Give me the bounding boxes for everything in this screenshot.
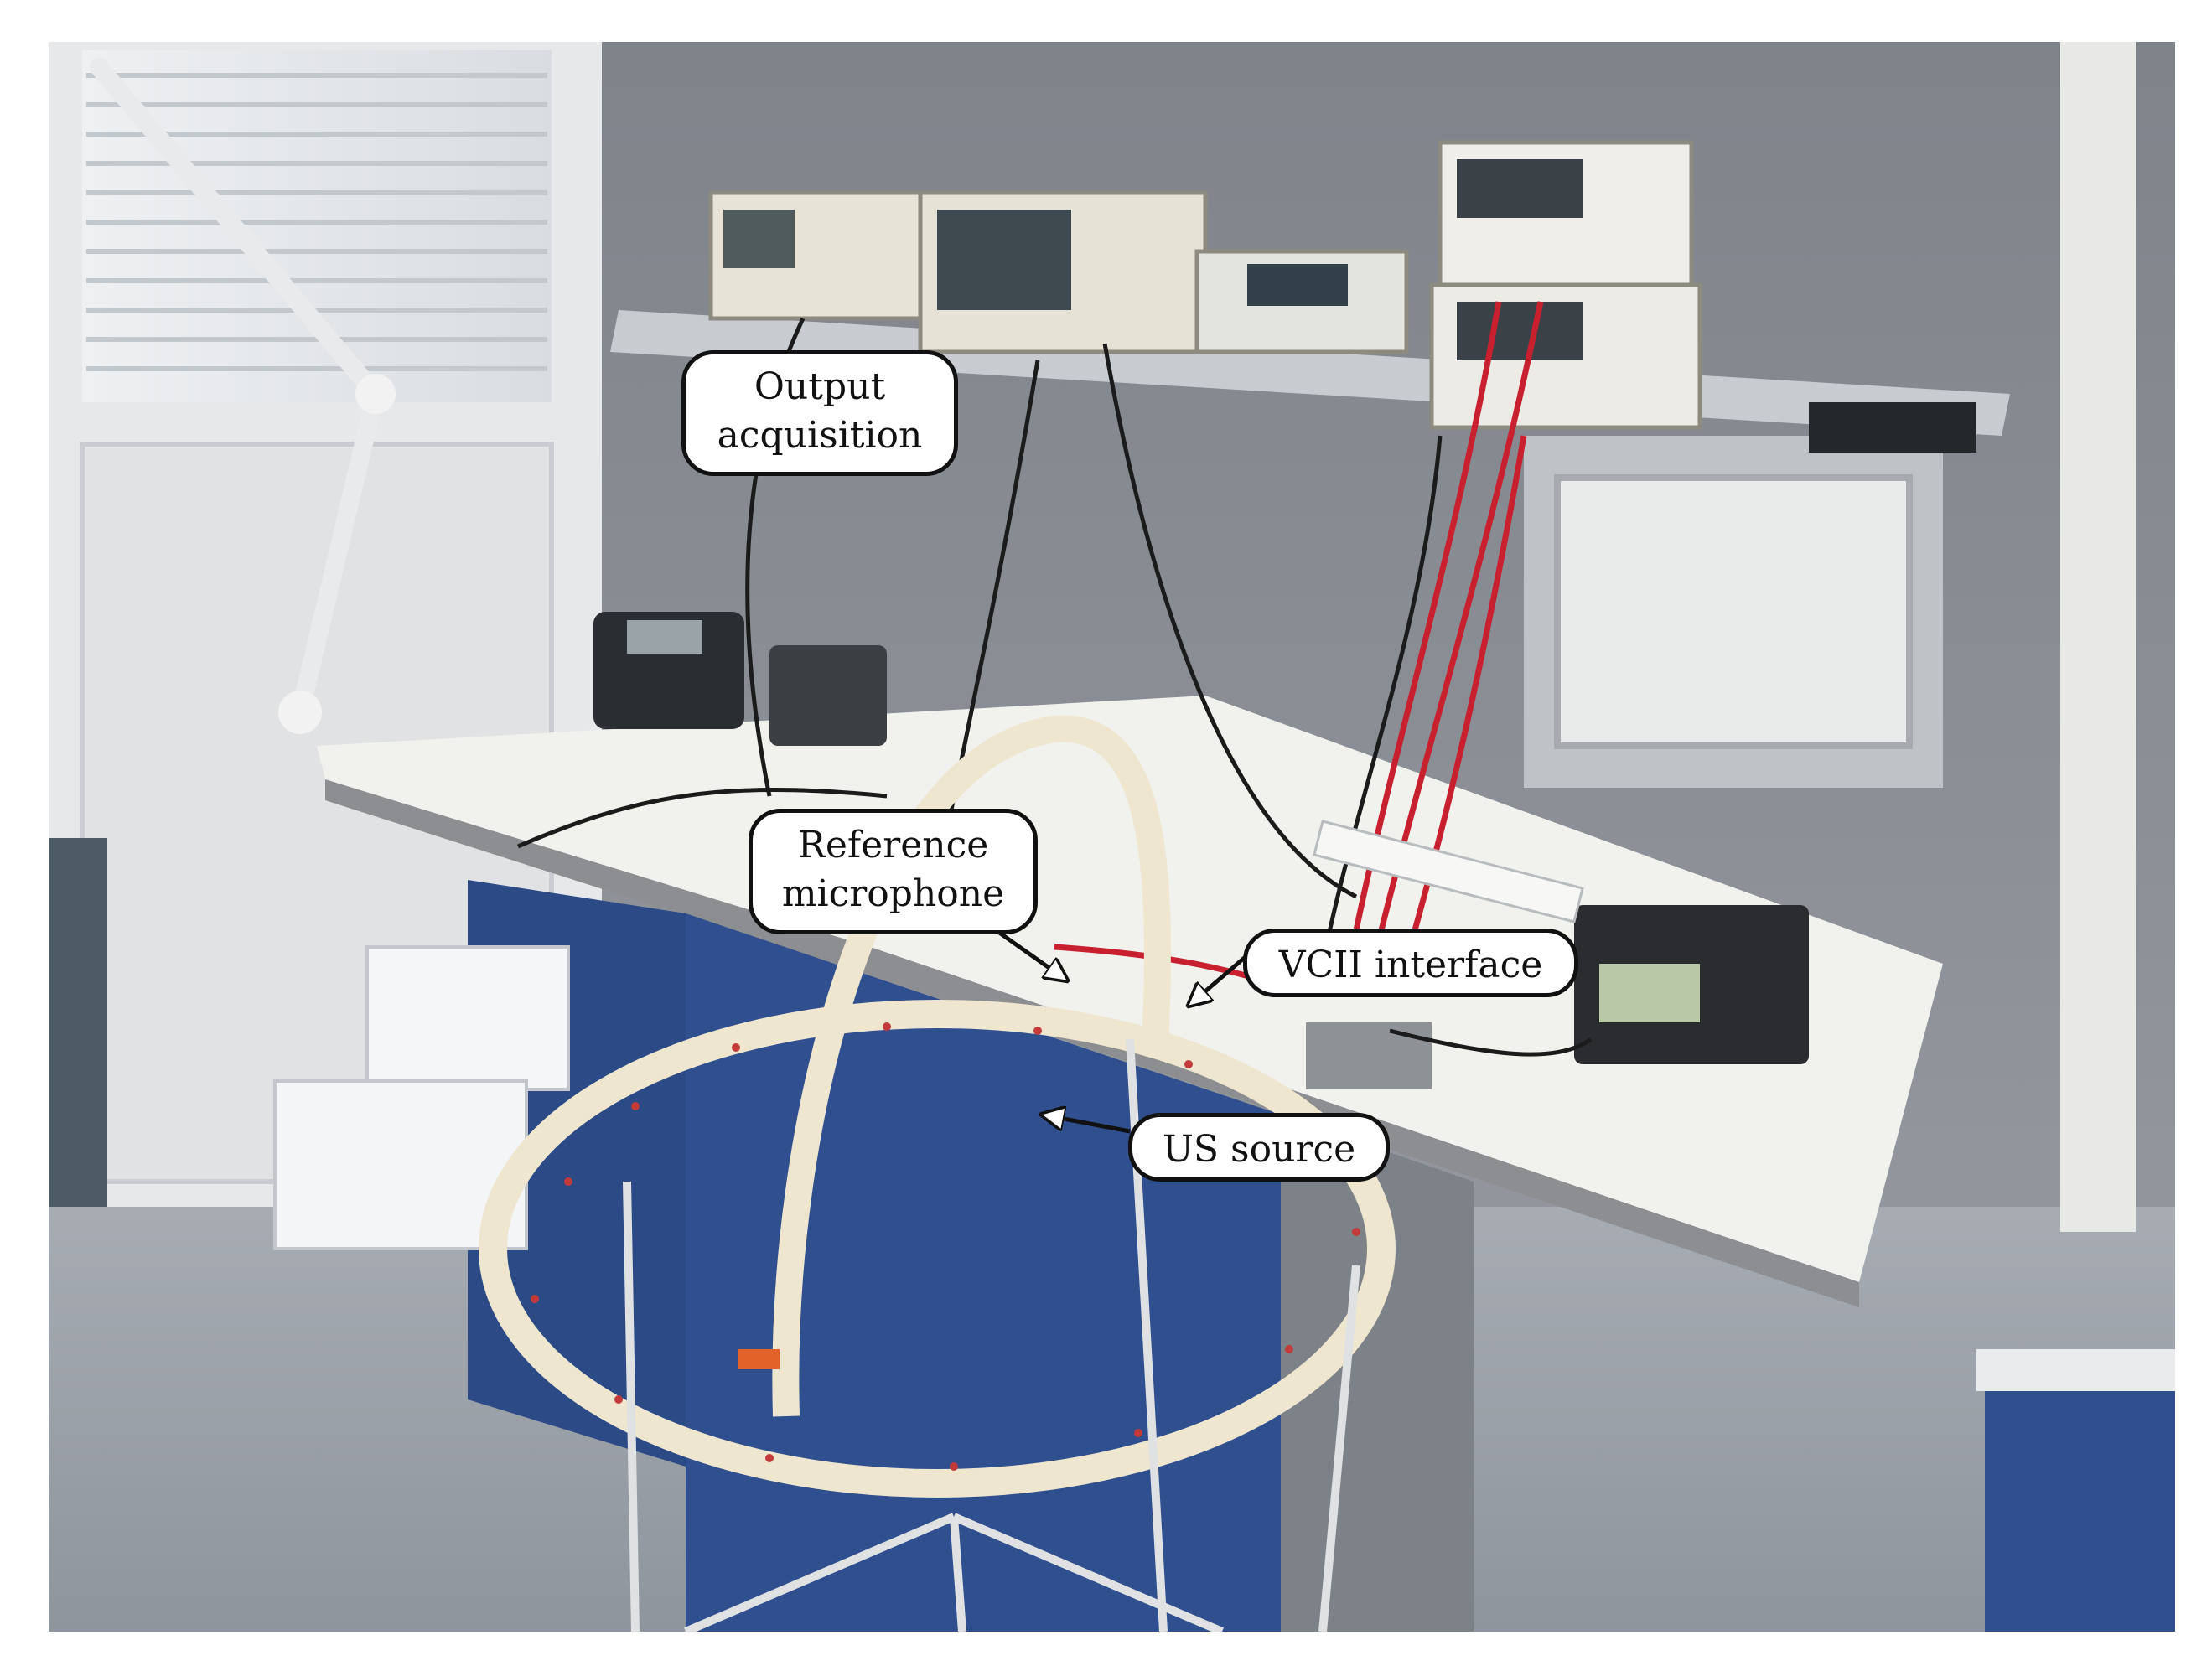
- microphone-ring: [479, 1000, 1396, 1498]
- glass-door: [49, 838, 107, 1224]
- callout-vcii-interface-text: VCII interface: [1278, 944, 1543, 986]
- power-strip: [1313, 820, 1584, 923]
- workbench-top: [317, 696, 1943, 1282]
- callout-output-acquisition-line2: acquisition: [717, 414, 923, 457]
- callout-us-source-text: US source: [1162, 1128, 1356, 1171]
- lamp-arm: [90, 58, 385, 722]
- soldering-station: [769, 645, 887, 746]
- lab-photo: [49, 42, 2175, 1632]
- callout-reference-microphone-line1: Reference: [797, 824, 989, 867]
- interface-box: [1306, 1022, 1432, 1089]
- callout-output-acquisition-line1: Output: [754, 365, 886, 408]
- right-column: [2060, 42, 2136, 1232]
- callout-output-acquisition: Output acquisition: [681, 350, 958, 476]
- fume-opening: [1554, 474, 1913, 749]
- callout-vcii-interface: VCII interface: [1243, 929, 1578, 997]
- callout-us-source: US source: [1128, 1113, 1390, 1182]
- window-blinds: [82, 50, 552, 402]
- photo-frame: Output acquisition Reference microphone …: [49, 42, 2175, 1632]
- weller-box-top: [365, 945, 570, 1091]
- side-cabinet: [1985, 1383, 2175, 1632]
- callout-reference-microphone-line2: microphone: [781, 872, 1005, 915]
- callout-reference-microphone: Reference microphone: [749, 809, 1038, 934]
- black-box-shelf: [1809, 402, 1976, 453]
- microphone-arch: [772, 715, 1171, 1417]
